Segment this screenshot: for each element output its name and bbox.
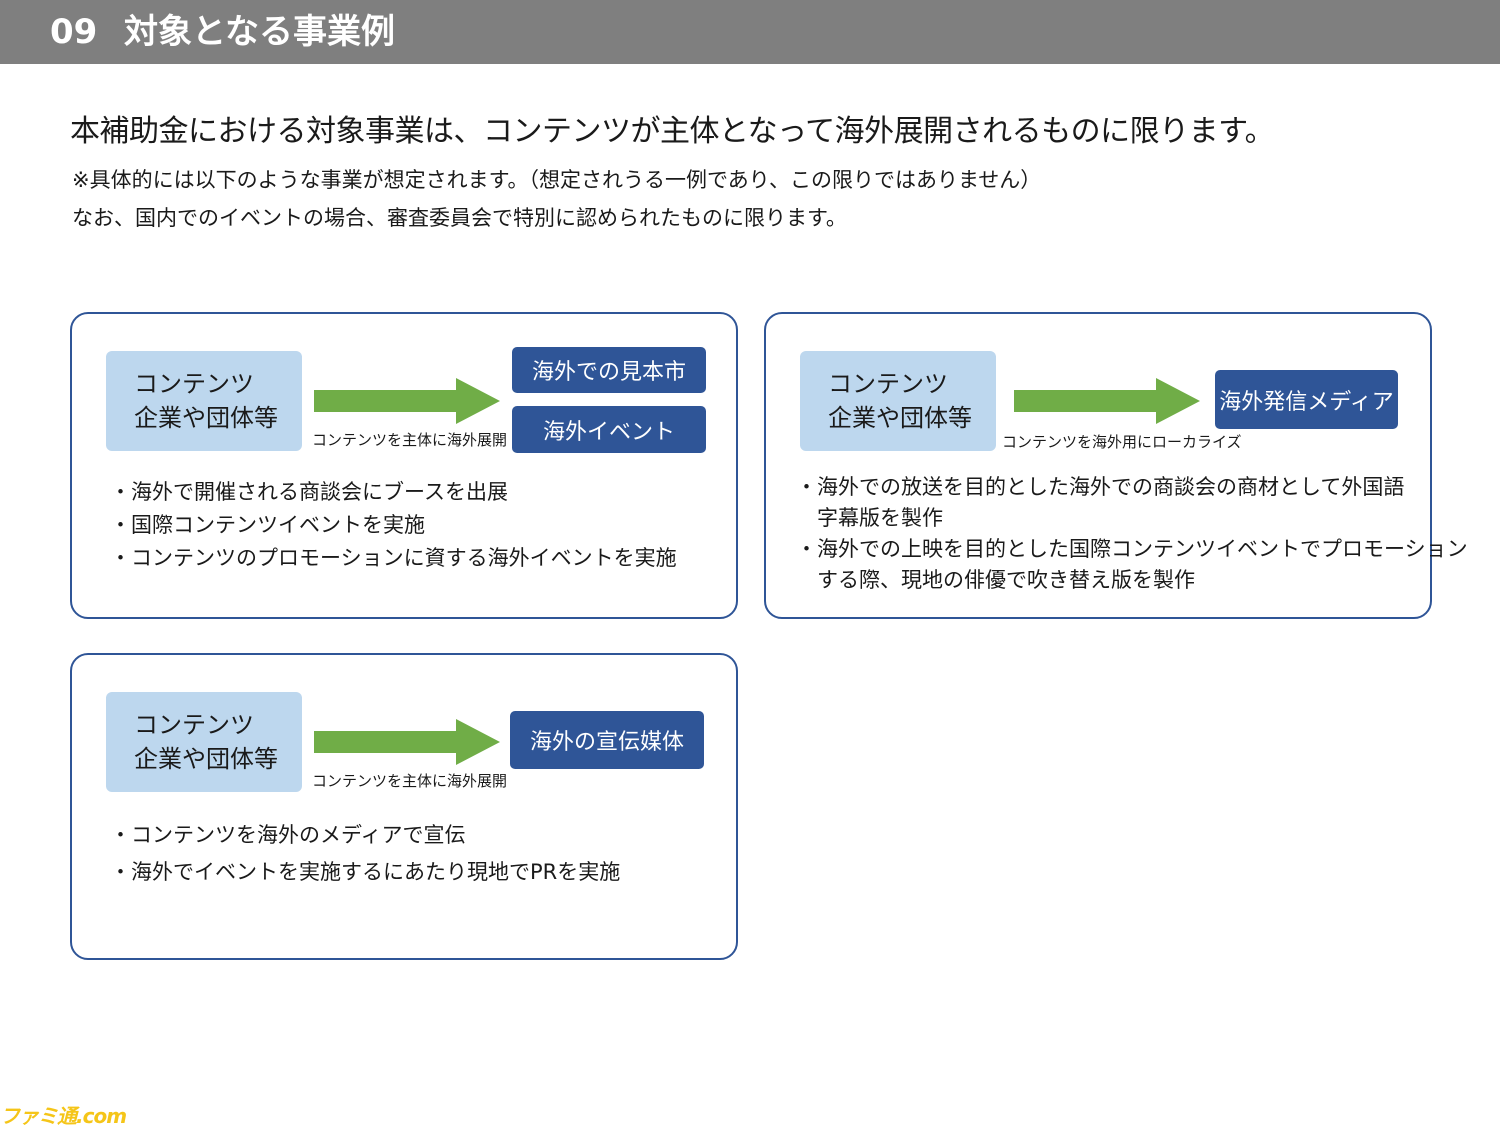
source-line-1: コンテンツ	[134, 370, 254, 398]
page-title: 対象となる事業例	[124, 12, 395, 52]
source-line-1: コンテンツ	[828, 370, 948, 398]
target-box-trade-fair: 海外での見本市	[512, 347, 706, 393]
target-box-ad-media: 海外の宣伝媒体	[510, 711, 704, 769]
arrow-caption: コンテンツを主体に海外展開	[312, 772, 508, 790]
watermark-logo: ファミ通.com	[0, 1104, 127, 1125]
source-line-1: コンテンツ	[134, 711, 254, 739]
bullet-list: ・コンテンツを海外のメディアで宣伝 ・海外でイベントを実施するにあたり現地でPR…	[110, 817, 620, 891]
flow-arrow-icon	[314, 719, 500, 765]
lead-statement: 本補助金における対象事業は、コンテンツが主体となって海外展開されるものに限ります…	[70, 114, 1275, 149]
bullet-list: ・海外での放送を目的とした海外での商談会の商材として外国語 字幕版を製作 ・海外…	[796, 472, 1468, 596]
note-line-2: なお、国内でのイベントの場合、審査委員会で特別に認められたものに限ります。	[72, 206, 847, 230]
list-item: ・海外でイベントを実施するにあたり現地でPRを実施	[110, 860, 621, 884]
target-box-overseas-media: 海外発信メディア	[1215, 370, 1398, 429]
list-item: ・海外での上映を目的とした国際コンテンツイベントでプロモーション	[796, 537, 1468, 561]
source-line-2: 企業や団体等	[134, 745, 278, 773]
example-panel-1: コンテンツ 企業や団体等 コンテンツを主体に海外展開 海外での見本市 海外イベン…	[70, 312, 738, 619]
source-line-2: 企業や団体等	[134, 404, 278, 432]
section-number: 09	[50, 12, 98, 52]
source-box: コンテンツ 企業や団体等	[106, 351, 302, 451]
list-item: する際、現地の俳優で吹き替え版を製作	[796, 568, 1195, 592]
list-item: 字幕版を製作	[796, 506, 943, 530]
source-line-2: 企業や団体等	[828, 404, 972, 432]
example-panel-3: コンテンツ 企業や団体等 コンテンツを主体に海外展開 海外の宣伝媒体 ・コンテン…	[70, 653, 738, 960]
header-bar: 09 対象となる事業例	[0, 0, 1500, 64]
arrow-caption: コンテンツを海外用にローカライズ	[1002, 433, 1242, 451]
list-item: ・コンテンツを海外のメディアで宣伝	[110, 823, 466, 847]
note-line-1: ※具体的には以下のような事業が想定されます。（想定されうる一例であり、この限りで…	[72, 168, 1042, 192]
flow-arrow-icon	[1014, 378, 1200, 424]
example-panel-2: コンテンツ 企業や団体等 コンテンツを海外用にローカライズ 海外発信メディア ・…	[764, 312, 1468, 619]
list-item: ・海外での放送を目的とした海外での商談会の商材として外国語	[796, 475, 1405, 499]
list-item: ・国際コンテンツイベントを実施	[110, 513, 425, 537]
list-item: ・海外で開催される商談会にブースを出展	[110, 480, 508, 504]
flow-arrow-icon	[314, 378, 500, 424]
source-box: コンテンツ 企業や団体等	[106, 692, 302, 792]
target-box-overseas-event: 海外イベント	[512, 406, 706, 453]
list-item: ・コンテンツのプロモーションに資する海外イベントを実施	[110, 546, 677, 570]
bullet-list: ・海外で開催される商談会にブースを出展 ・国際コンテンツイベントを実施 ・コンテ…	[110, 476, 677, 575]
source-box: コンテンツ 企業や団体等	[800, 351, 996, 451]
arrow-caption: コンテンツを主体に海外展開	[312, 431, 508, 449]
